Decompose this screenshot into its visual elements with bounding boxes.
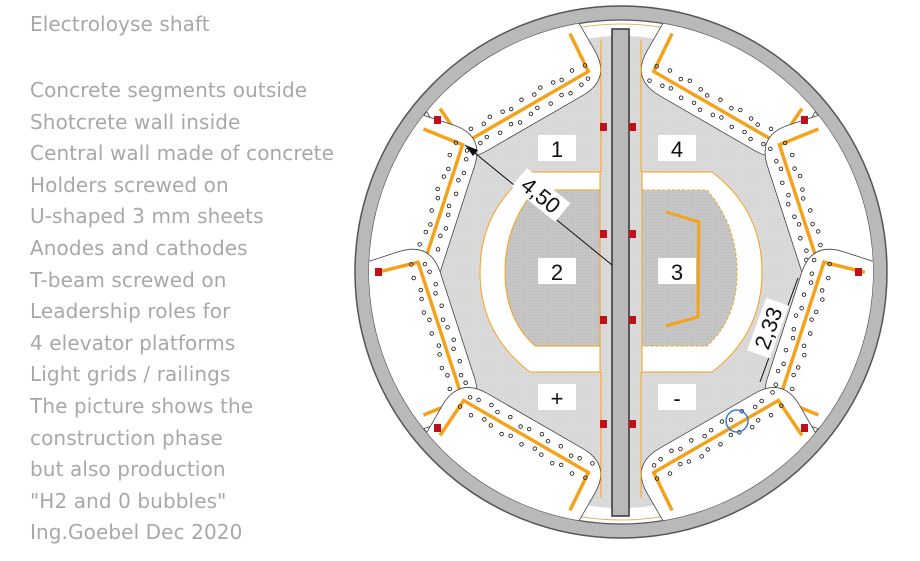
label-plus: + [551, 386, 564, 411]
holder-icon [600, 123, 607, 131]
note-line: Shotcrete wall inside [30, 109, 241, 134]
holder-icon [434, 424, 441, 432]
holder-icon [600, 230, 607, 238]
note-line: Holders screwed on [30, 172, 229, 197]
note-line: Central wall made of concrete [30, 141, 335, 166]
note-line: Anodes and cathodes [30, 235, 248, 260]
holder-icon [629, 420, 636, 428]
note-line: but also production [30, 457, 226, 482]
platform-labels: 1 4 2 3 + - [538, 135, 696, 411]
central-wall [611, 28, 630, 517]
note-line: T-beam screwed on [30, 267, 227, 292]
holder-icon [801, 116, 808, 124]
diagram-title: Electroloyse shaft [30, 12, 210, 36]
electrode-arm [640, 387, 828, 524]
holder-icon [629, 123, 636, 131]
notes-list: Concrete segments outside Shotcrete wall… [30, 75, 334, 549]
note-line: Light grids / railings [30, 362, 231, 387]
holder-icon [801, 424, 808, 432]
note-line: Ing.Goebel Dec 2020 [30, 520, 243, 545]
electrode-arm [414, 387, 602, 524]
note-line: 4 elevator platforms [30, 330, 236, 355]
highlight-circle [725, 409, 749, 433]
holder-icon [375, 268, 382, 276]
holder-icon [434, 116, 441, 124]
holder-icon [629, 230, 636, 238]
u-sheet [665, 210, 701, 328]
label-platform-1: 1 [551, 137, 563, 162]
holder-icon [855, 268, 862, 276]
electrode-arms [369, 20, 873, 524]
label-minus: - [673, 386, 680, 411]
note-line: U-shaped 3 mm sheets [30, 204, 264, 229]
holder-icon [600, 420, 607, 428]
label-platform-3: 3 [671, 260, 683, 285]
note-line: Concrete segments outside [30, 78, 308, 102]
label-platform-4: 4 [671, 137, 683, 162]
note-line: Leadership roles for [30, 299, 231, 324]
holder-icon [629, 316, 636, 324]
note-line: "H2 and 0 bubbles" [30, 488, 227, 513]
holders [375, 116, 862, 432]
holder-icon [600, 316, 607, 324]
electrode-arm [764, 248, 873, 437]
note-line: The picture shows the [30, 393, 254, 418]
label-platform-2: 2 [551, 260, 563, 285]
note-line: construction phase [30, 425, 223, 450]
